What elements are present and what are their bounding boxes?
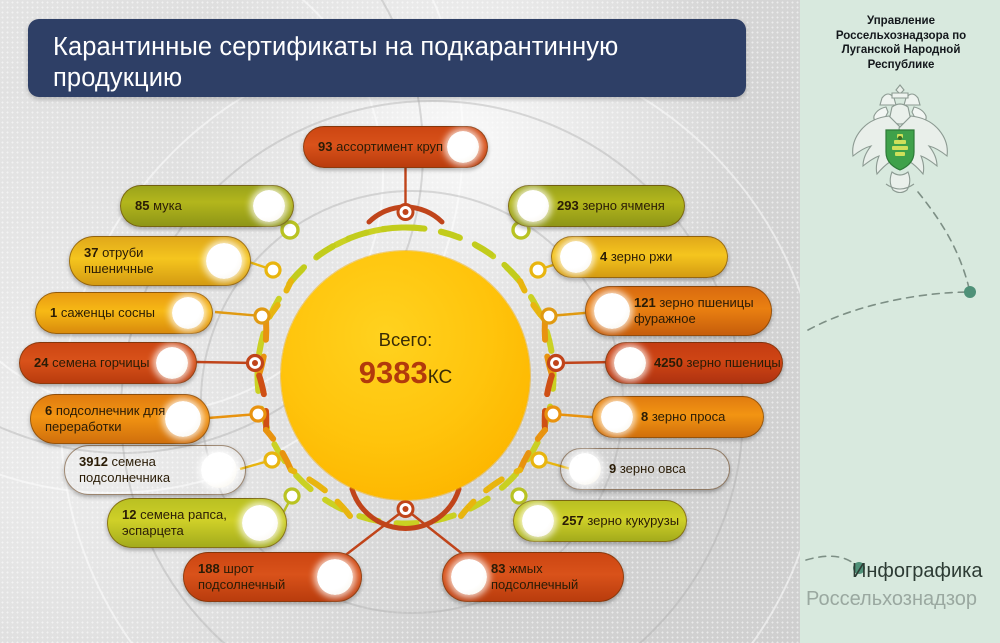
node-label: зерно овса [619,460,686,476]
node-value: 8 [641,408,649,424]
node-pill-right-5[interactable]: 8 зерно проса [592,396,764,438]
node-pill-text: 4250 зерно пшеницы [654,355,781,372]
node-knob-icon [522,505,554,537]
node-knob-icon [206,243,242,279]
node-pill-text: 8 зерно проса [641,409,725,426]
node-pill-left-4[interactable]: 24 семена горчицы [19,342,197,384]
node-knob-icon [165,401,201,437]
node-pill-left-3[interactable]: 1 саженцы сосны [35,292,213,334]
brand-line-infographics: Инфографика [852,560,983,582]
node-knob-icon [560,241,592,273]
node-pill-text: 257 зерно кукурузы [562,513,679,530]
node-pill-text: 93 ассортимент круп [318,139,443,156]
total-hub: Всего: 9383КС [281,251,530,500]
node-pill-right-2[interactable]: 4 зерно ржи [551,236,728,278]
node-value: 4 [600,248,608,264]
node-pill-text: 4 зерно ржи [600,249,672,266]
node-label: зерно ячменя [582,197,665,213]
node-knob-icon [614,347,646,379]
node-pill-right-6[interactable]: 9 зерно овса [560,448,730,490]
node-pill-top[interactable]: 93 ассортимент круп [303,126,488,168]
node-label: семена горчицы [52,354,150,370]
node-knob-icon [156,347,188,379]
node-value: 24 [34,354,49,370]
sidebar: Управление Россельхознадзора по Луганско… [800,0,1000,643]
node-pill-bottom-1[interactable]: 188 шрот подсолнечный [183,552,362,602]
node-knob-icon [172,297,204,329]
node-label: зерно ржи [610,248,673,264]
node-label: зерно кукурузы [587,512,680,528]
node-knob-icon [317,559,353,595]
node-knob-icon [601,401,633,433]
sidebar-dot [853,562,865,574]
brand-line-agency: Россельхознадзор [806,588,978,610]
total-value: 9383КС [281,355,530,391]
node-pill-left-2[interactable]: 37 отруби пшеничные [69,236,251,286]
node-label: семена рапса, эспарцета [122,506,227,539]
main-panel: Карантинные сертификаты на подкарантинну… [0,0,800,643]
node-knob-icon [594,293,630,329]
node-pill-text: 1 саженцы сосны [50,305,155,322]
node-value: 3912 [79,453,108,469]
node-pill-text: 293 зерно ячменя [557,198,665,215]
sidebar-dot [964,286,976,298]
node-pill-text: 24 семена горчицы [34,355,149,372]
node-knob-icon [517,190,549,222]
node-knob-icon [242,505,278,541]
node-knob-icon [253,190,285,222]
sidebar-decorative-lines [805,191,976,574]
node-pill-text: 37 отруби пшеничные [84,245,154,278]
connector-wires [195,163,617,568]
node-value: 85 [135,197,150,213]
node-pill-left-6[interactable]: 3912 семена подсолнечника [64,445,246,495]
page-title-bar: Карантинные сертификаты на подкарантинну… [28,19,746,97]
node-value: 257 [562,512,584,528]
node-knob-icon [447,131,479,163]
node-knob-icon [201,452,237,488]
node-value: 12 [122,506,137,522]
node-pill-text: 9 зерно овса [609,461,686,478]
node-value: 9 [609,460,617,476]
page-title: Карантинные сертификаты на подкарантинну… [53,33,619,92]
node-pill-bottom-2[interactable]: 83 жмых подсолнечный [442,552,624,602]
node-label: саженцы сосны [60,304,155,320]
organization-name: Управление Россельхознадзора по Луганско… [835,15,967,71]
node-value: 6 [45,402,53,418]
node-pill-right-1[interactable]: 293 зерно ячменя [508,185,685,227]
node-pill-left-7[interactable]: 12 семена рапса, эспарцета [107,498,287,548]
node-pill-text: 12 семена рапса, эспарцета [122,507,227,540]
node-pill-text: 83 жмых подсолнечный [491,561,578,594]
node-pill-left-1[interactable]: 85 мука [120,185,294,227]
total-number: 9383 [358,355,428,390]
node-label: зерно проса [651,408,726,424]
node-knob-icon [569,453,601,485]
node-value: 188 [198,560,220,576]
node-value: 37 [84,244,99,260]
node-value: 293 [557,197,579,213]
node-label: мука [153,197,182,213]
node-pill-text: 85 мука [135,198,182,215]
node-value: 93 [318,138,333,154]
node-value: 4250 [654,354,683,370]
node-pill-text: 188 шрот подсолнечный [198,561,285,594]
total-unit: КС [427,367,453,388]
total-label: Всего: [378,329,433,350]
node-pill-right-3[interactable]: 121 зерно пшеницы фуражное [585,286,772,336]
node-label: ассортимент круп [336,138,444,154]
node-value: 1 [50,304,58,320]
node-label: зерно пшеницы [686,354,781,370]
node-value: 83 [491,560,506,576]
node-pill-text: 121 зерно пшеницы фуражное [634,295,754,328]
node-pill-right-7[interactable]: 257 зерно кукурузы [513,500,687,542]
node-pill-text: 3912 семена подсолнечника [79,454,170,487]
node-pill-right-4[interactable]: 4250 зерно пшеницы [605,342,783,384]
node-value: 121 [634,294,656,310]
node-label: подсолнечник для переработки [45,402,166,435]
node-label: жмых подсолнечный [491,560,579,593]
node-knob-icon [451,559,487,595]
double-headed-eagle-emblem [852,84,948,194]
node-pill-text: 6 подсолнечник для переработки [45,403,165,436]
node-pill-left-5[interactable]: 6 подсолнечник для переработки [30,394,210,444]
